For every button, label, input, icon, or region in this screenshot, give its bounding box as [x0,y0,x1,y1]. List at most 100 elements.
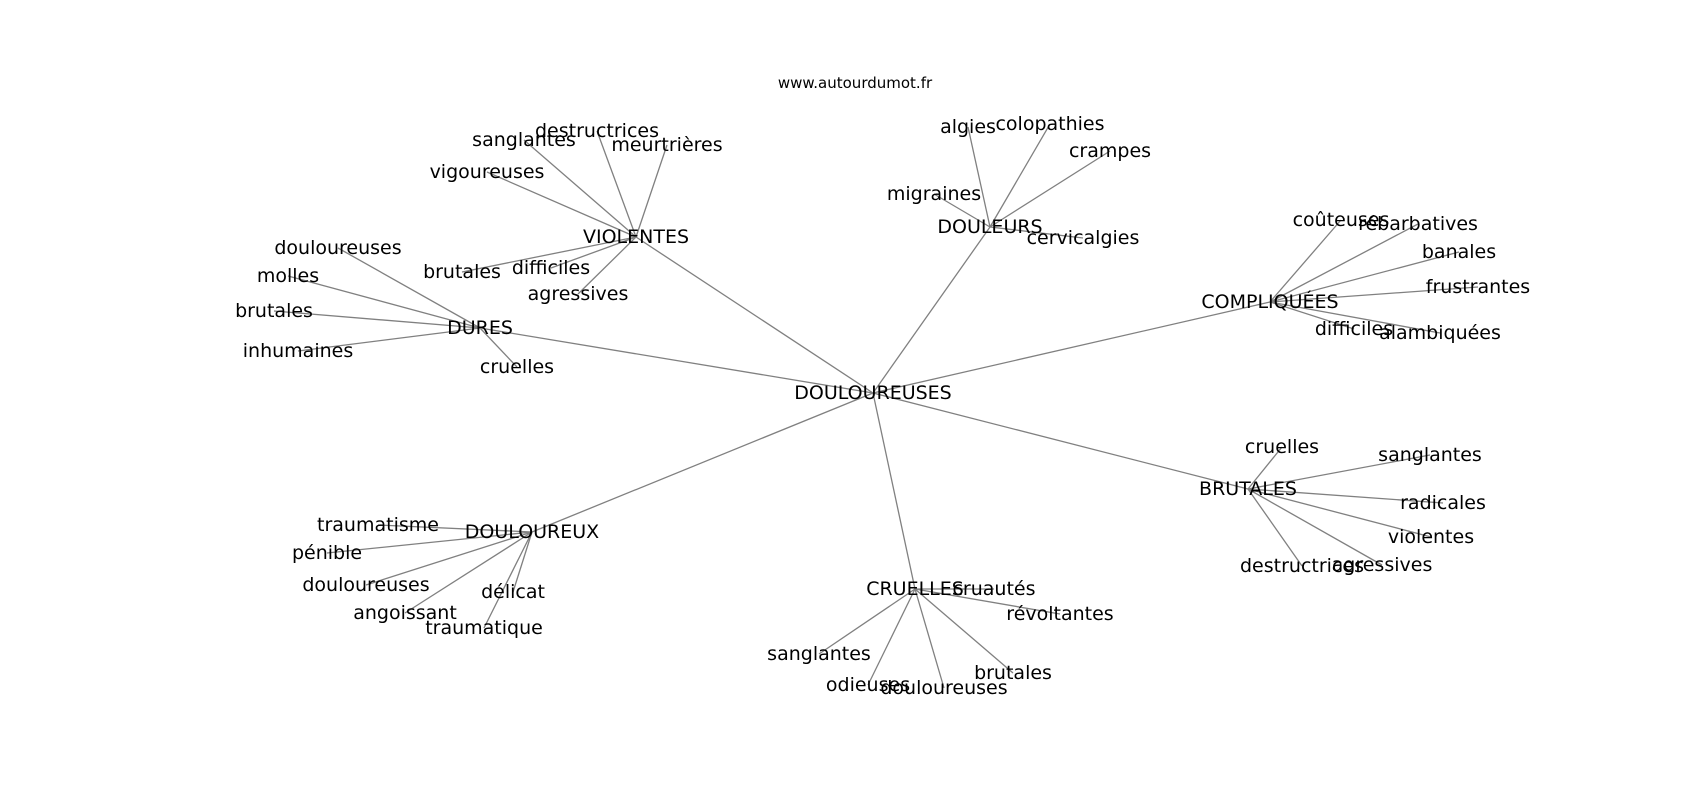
leaf-node-label[interactable]: cruelles [480,356,554,378]
leaf-node-label[interactable]: rébarbatives [1358,213,1478,235]
center-node-label[interactable]: DOULOUREUSES [794,382,952,404]
edge-hub-to-leaf [512,531,533,593]
edge-hub-to-leaf [1269,219,1342,303]
edge-hub-to-leaf [1247,454,1431,490]
edge-hub-to-leaf [1247,488,1432,538]
leaf-node-label[interactable]: alambiquées [1379,322,1501,344]
leaf-node-label[interactable]: violentes [1388,526,1474,548]
leaf-node-label[interactable]: difficiles [512,257,590,279]
leaf-node-label[interactable]: crampes [1069,140,1151,162]
edge-center-to-hub [531,392,874,533]
leaf-node-label[interactable]: douloureuses [880,677,1007,699]
leaf-node-label[interactable]: banales [1422,241,1496,263]
edge-hub-to-leaf [550,236,637,269]
leaf-node-label[interactable]: molles [257,265,319,287]
site-label: www.autourdumot.fr [778,74,933,92]
edge-hub-to-leaf [1247,488,1444,504]
edge-hub-to-leaf [818,588,916,655]
leaf-node-label[interactable]: meurtrières [611,134,722,156]
leaf-node-label[interactable]: angoissant [353,602,457,624]
leaf-node-label[interactable]: algies [940,116,996,138]
edge-hub-to-leaf [273,310,481,329]
leaf-node-label[interactable]: destructrices [535,120,659,142]
edge-center-to-hub [872,226,991,394]
edge-hub-to-leaf [1247,488,1303,567]
leaf-node-label[interactable]: migraines [887,183,981,205]
edge-hub-to-leaf [577,236,637,295]
edge-hub-to-leaf [486,171,637,238]
leaf-node-label[interactable]: traumatique [425,617,543,639]
edge-hub-to-leaf [635,144,668,238]
edge-hub-to-leaf [1269,301,1441,334]
edge-center-to-hub [479,327,874,394]
leaf-node-label[interactable]: inhumaines [243,340,353,362]
leaf-node-label[interactable]: pénible [292,542,362,564]
edge-hub-to-leaf [1269,301,1355,330]
edge-hub-to-leaf [404,531,533,614]
leaf-node-label[interactable]: vigoureuses [430,161,545,183]
leaf-node-label[interactable]: sanglantes [472,129,576,151]
leaf-node-label[interactable]: odieuses [826,674,910,696]
leaf-node-label[interactable]: douloureuses [302,574,429,596]
edge-center-to-hub [872,392,916,590]
edge-hub-to-leaf [596,130,637,238]
edge-hub-to-leaf [326,531,533,554]
edge-hub-to-leaf [1269,251,1460,303]
edge-center-to-hub [635,236,874,394]
hub-node-label[interactable]: CRUELLES [866,578,964,600]
leaf-node-label[interactable]: brutales [974,662,1052,684]
leaf-node-label[interactable]: délicat [481,581,545,603]
leaf-node-label[interactable]: traumatisme [317,514,439,536]
leaf-node-label[interactable]: agressives [528,283,629,305]
edge-hub-to-leaf [989,123,1051,228]
edge-hub-to-leaf [365,531,533,586]
edges-layer [273,123,1479,689]
edge-hub-to-leaf [483,531,533,629]
hub-node-label[interactable]: COMPLIQUÉES [1201,290,1338,313]
leaf-node-label[interactable]: cruelles [1245,436,1319,458]
edge-center-to-hub [872,301,1271,394]
edge-hub-to-leaf [297,327,481,352]
edge-hub-to-leaf [287,275,481,329]
edge-hub-to-leaf [914,588,1014,674]
edge-hub-to-leaf [1247,446,1283,490]
leaf-node-label[interactable]: destructrices [1240,555,1364,577]
edge-hub-to-leaf [461,236,637,273]
leaf-node-label[interactable]: brutales [235,300,313,322]
leaf-node-label[interactable]: brutales [423,261,501,283]
leaf-node-label[interactable]: sanglantes [767,643,871,665]
hub-node-label[interactable]: VIOLENTES [583,226,689,248]
edge-hub-to-leaf [1269,223,1419,303]
leaf-node-label[interactable]: douloureuses [274,237,401,259]
hub-node-label[interactable]: DOULOUREUX [465,521,599,543]
leaf-node-label[interactable]: cervicalgies [1027,227,1140,249]
edge-hub-to-leaf [989,150,1111,228]
leaf-node-label[interactable]: coûteuses [1293,209,1390,231]
edge-hub-to-leaf [377,524,533,533]
leaf-node-label[interactable]: colopathies [995,113,1104,135]
edge-hub-to-leaf [479,327,518,368]
edge-hub-to-leaf [867,588,916,686]
edge-hub-to-leaf [989,226,1084,239]
hub-node-label[interactable]: BRUTALES [1199,478,1297,500]
edge-hub-to-leaf [1269,286,1479,303]
labels-layer: DOULOUREUSESVIOLENTESsanglantesdestructr… [235,113,1530,699]
edge-center-to-hub [872,392,1249,490]
edge-hub-to-leaf [337,247,481,329]
edge-hub-to-leaf [967,126,991,228]
edge-hub-to-leaf [523,139,637,238]
edge-hub-to-leaf [1247,488,1383,566]
leaf-node-label[interactable]: agressives [1332,554,1433,576]
edge-hub-to-leaf [933,193,991,228]
leaf-node-label[interactable]: difficiles [1315,318,1393,340]
leaf-node-label[interactable]: radicales [1400,492,1486,514]
edge-hub-to-leaf [914,588,1061,615]
leaf-node-label[interactable]: sanglantes [1378,444,1482,466]
hub-node-label[interactable]: DURES [447,317,513,339]
edge-hub-to-leaf [914,588,945,689]
leaf-node-label[interactable]: révoltantes [1006,603,1113,625]
leaf-node-label[interactable]: cruautés [952,578,1035,600]
leaf-node-label[interactable]: frustrantes [1426,276,1530,298]
hub-node-label[interactable]: DOULEURS [937,216,1042,238]
